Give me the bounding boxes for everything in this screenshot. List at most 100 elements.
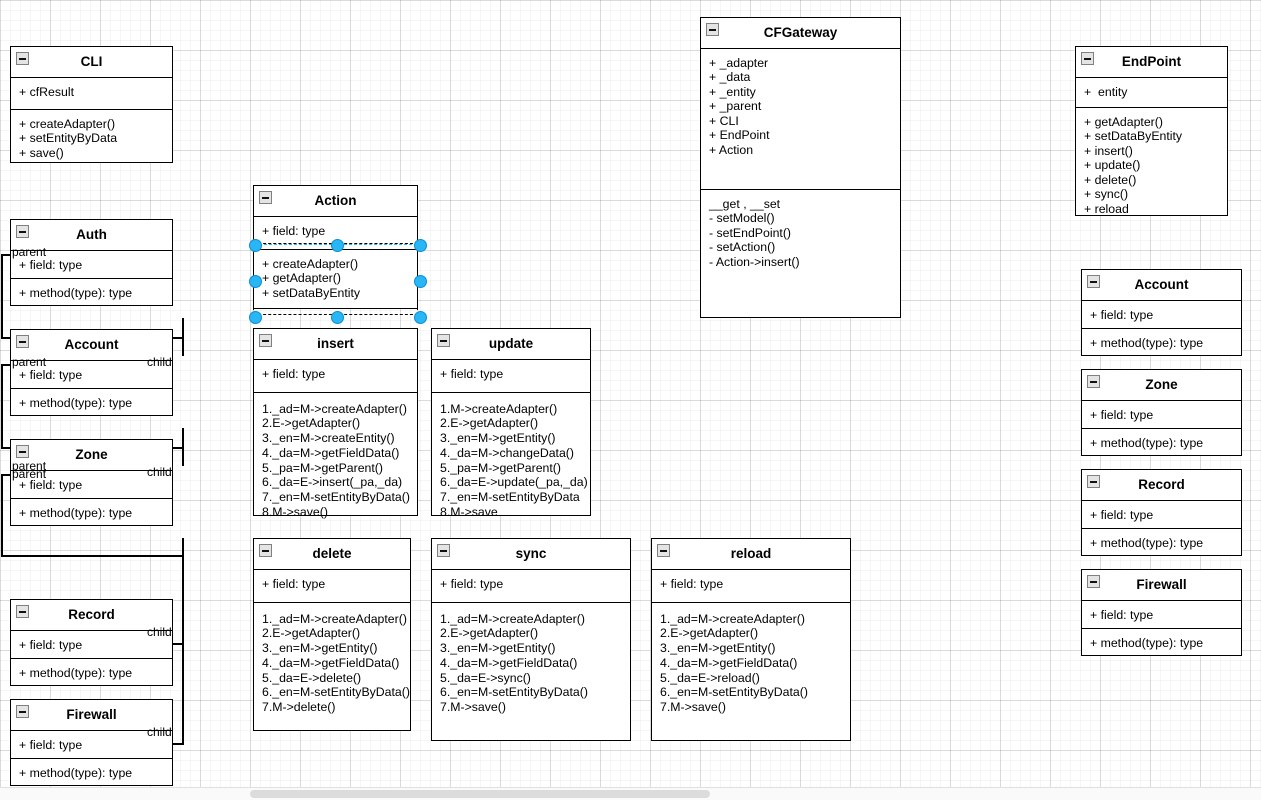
collapse-minus-icon[interactable] — [16, 705, 29, 718]
step-row: 4._da=M->getFieldData() — [660, 655, 798, 670]
attributes-compartment: + field: type — [1082, 301, 1241, 329]
step-row: 7.M->save() — [660, 700, 726, 715]
connector-auth-right-v[interactable] — [182, 318, 184, 356]
steps-compartment: 1._ad=M->createAdapter()2.E->getAdapter(… — [254, 603, 410, 724]
step-row: 6._da=E->update(_pa,_da) — [440, 475, 588, 490]
uml-class-firewall-left[interactable]: Firewall+ field: type+ method(type): typ… — [10, 699, 173, 786]
step-row: 4._da=M->getFieldData() — [262, 445, 400, 460]
uml-class-zone-right[interactable]: Zone+ field: type+ method(type): type — [1081, 369, 1242, 456]
collapse-minus-icon[interactable] — [16, 335, 29, 348]
attributes-compartment: + field: type — [254, 217, 417, 250]
method-row: + save() — [19, 145, 64, 160]
collapse-minus-icon[interactable] — [1087, 575, 1100, 588]
uml-class-account-left[interactable]: Account+ field: type+ method(type): type — [10, 329, 173, 416]
method-row: + getAdapter() — [262, 271, 341, 286]
uml-class-zone-left[interactable]: Zone+ field: type+ method(type): type — [10, 439, 173, 526]
horizontal-scrollbar-thumb[interactable] — [250, 790, 710, 798]
attribute-row: + field: type — [660, 576, 724, 591]
connector-account-left-v[interactable] — [1, 364, 3, 448]
uml-class-auth[interactable]: Auth+ field: type+ method(type): type — [10, 219, 173, 306]
class-name: CLI — [80, 54, 103, 69]
connector-record-stub-h[interactable] — [170, 643, 184, 645]
resize-handle-sw[interactable] — [248, 310, 262, 324]
connector-firewall-right-v[interactable] — [182, 643, 184, 744]
edge-label-zone-child: child — [147, 465, 172, 479]
attribute-row: + field: type — [1090, 507, 1154, 522]
uml-class-record-right[interactable]: Record+ field: type+ method(type): type — [1081, 469, 1242, 556]
edge-label-firewall-child: child — [147, 725, 172, 739]
method-row: + method(type): type — [1090, 435, 1204, 450]
attribute-row: + _entity — [709, 84, 756, 99]
edge-label-account-child: child — [147, 355, 172, 369]
collapse-minus-icon[interactable] — [259, 191, 272, 204]
connector-firewall-stub-h[interactable] — [170, 743, 184, 745]
collapse-minus-icon[interactable] — [16, 52, 29, 65]
class-title-bar: Firewall — [11, 700, 172, 731]
step-row: 8.M->save — [440, 505, 498, 520]
collapse-minus-icon[interactable] — [259, 334, 272, 347]
connector-account-right-v[interactable] — [182, 428, 184, 466]
step-row: 2.E->getAdapter() — [440, 416, 539, 431]
collapse-minus-icon[interactable] — [437, 544, 450, 557]
attribute-row: + entity — [1084, 84, 1128, 99]
collapse-minus-icon[interactable] — [16, 605, 29, 618]
step-row: 7.M->save() — [440, 700, 506, 715]
uml-class-firewall-right[interactable]: Firewall+ field: type+ method(type): typ… — [1081, 569, 1242, 656]
uml-class-account-right[interactable]: Account + field: type + method(type): type — [1081, 269, 1242, 356]
uml-class-action[interactable]: Action+ field: type+ createAdapter()+ ge… — [253, 185, 418, 309]
class-title-bar: Firewall — [1082, 570, 1241, 601]
collapse-minus-icon[interactable] — [16, 445, 29, 458]
resize-handle-s[interactable] — [331, 310, 344, 324]
connector-auth-left-v[interactable] — [1, 254, 3, 338]
collapse-minus-icon[interactable] — [1087, 275, 1100, 288]
step-row: 6._da=E->insert(_pa,_da) — [262, 475, 403, 490]
class-name: Action — [314, 193, 357, 208]
collapse-minus-icon[interactable] — [1087, 475, 1100, 488]
collapse-minus-icon[interactable] — [437, 334, 450, 347]
attribute-row: + field: type — [1090, 307, 1154, 322]
class-name: update — [488, 336, 534, 351]
collapse-minus-icon[interactable] — [1081, 52, 1094, 65]
method-row: + method(type): type — [19, 665, 133, 680]
attribute-row: + field: type — [262, 576, 326, 591]
collapse-minus-icon[interactable] — [657, 544, 670, 557]
step-row: 7.M->delete() — [262, 700, 336, 715]
class-name: insert — [317, 336, 354, 351]
horizontal-scrollbar-track[interactable] — [0, 787, 1261, 800]
uml-class-delete[interactable]: delete + field: type 1._ad=M->createAdapte… — [253, 538, 411, 731]
uml-class-endpoint[interactable]: EndPoint+ entity+ getAdapter()+ setDataB… — [1075, 46, 1228, 216]
class-name: delete — [312, 546, 352, 561]
class-name: Firewall — [66, 707, 117, 722]
method-row: + method(type): type — [19, 395, 133, 410]
collapse-minus-icon[interactable] — [706, 23, 719, 36]
uml-class-cli[interactable]: CLI+ cfResult+ createAdapter()+ setEntit… — [10, 46, 173, 163]
collapse-minus-icon[interactable] — [259, 544, 272, 557]
attributes-compartment: + field: type — [1082, 401, 1241, 429]
connector-zone-bottom-h[interactable] — [1, 555, 184, 557]
attribute-row: + cfResult — [19, 84, 75, 99]
connector-zone-left-v[interactable] — [1, 474, 3, 556]
collapse-minus-icon[interactable] — [1087, 375, 1100, 388]
step-row: 2.E->getAdapter() — [440, 626, 539, 641]
uml-class-cfgateway[interactable]: CFGateway+ _adapter+ _data+ _entity+ _pa… — [700, 17, 901, 318]
uml-class-record-left[interactable]: Record+ field: type+ method(type): type — [10, 599, 173, 686]
attributes-compartment: + field: type — [432, 360, 590, 393]
step-row: 5._da=E->delete() — [262, 670, 362, 685]
attribute-row: + field: type — [440, 576, 504, 591]
collapse-minus-icon[interactable] — [16, 225, 29, 238]
method-row: + method(type): type — [1090, 335, 1204, 350]
method-row: + method(type): type — [1090, 635, 1204, 650]
attribute-row: + _data — [709, 70, 751, 85]
method-row: - Action->insert() — [709, 254, 800, 269]
attribute-row: + field: type — [19, 477, 83, 492]
attribute-row: + _parent — [709, 99, 762, 114]
attributes-compartment: + field: type — [652, 570, 850, 603]
class-title-bar: Account — [1082, 270, 1241, 301]
resize-handle-se[interactable] — [413, 310, 427, 324]
connector-record-right-v[interactable] — [182, 555, 184, 645]
